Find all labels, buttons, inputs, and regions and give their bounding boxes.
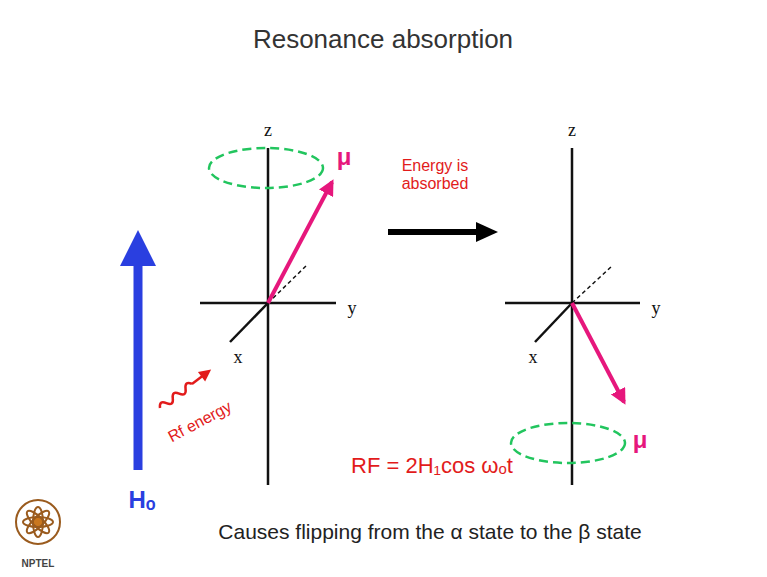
vector-label: μ (633, 426, 648, 454)
axes-right (505, 148, 640, 485)
axis-label: y (652, 298, 661, 319)
field-label: Hₒ (128, 486, 155, 514)
transition-label: Energy is absorbed (387, 157, 483, 194)
rf-wave (156, 365, 214, 413)
transition-arrowhead (476, 222, 498, 242)
logo-text: NPTEL (22, 558, 55, 570)
axis-label: x (234, 347, 243, 368)
axes-left (200, 148, 336, 485)
slide-caption: Causes flipping from the α state to the … (218, 520, 641, 544)
transition-arrow (388, 229, 480, 235)
logo (16, 500, 60, 544)
axis-label: z (568, 120, 576, 141)
precession-orbit (209, 148, 323, 188)
field-arrow (134, 248, 143, 470)
axis-label: y (348, 298, 357, 319)
moment-vector (268, 182, 332, 303)
formula-label: RF = 2H₁cos ωₒt (351, 453, 513, 478)
moment-vector (572, 303, 624, 402)
slide-title: Resonance absorption (253, 25, 513, 55)
axis-label: x (529, 347, 538, 368)
rf-label: Rf energy (165, 398, 235, 447)
vector-label: μ (337, 143, 352, 171)
precession-orbit (511, 423, 625, 463)
axis-label: z (264, 120, 272, 141)
